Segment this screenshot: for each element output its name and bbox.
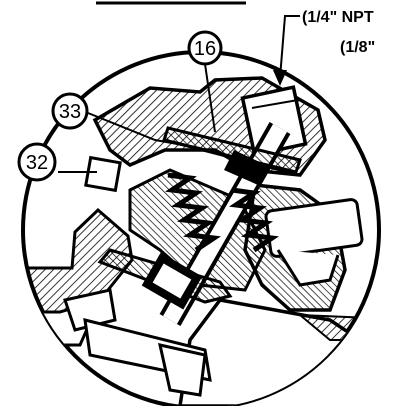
note-npt-eighth: (1/8" bbox=[340, 39, 375, 56]
callout-33-circle bbox=[51, 92, 89, 130]
spring-right bbox=[229, 187, 279, 253]
leader-npt-arrow bbox=[273, 70, 287, 86]
note-npt-quarter: (1/4" NPT bbox=[302, 9, 374, 26]
diaphragm-plate bbox=[162, 126, 302, 174]
callout-32-label: 32 bbox=[26, 152, 48, 174]
callout-32-circle bbox=[17, 142, 57, 182]
right-nut bbox=[276, 249, 340, 287]
leader-npt bbox=[279, 15, 300, 79]
npt-plug bbox=[240, 85, 308, 157]
right-nut-block bbox=[264, 198, 364, 258]
lower-pin-end bbox=[158, 343, 207, 397]
leader-33 bbox=[87, 112, 201, 149]
npt-plug-thread bbox=[251, 99, 299, 109]
lower-nut-face bbox=[152, 263, 192, 299]
callout-33-label: 33 bbox=[59, 101, 81, 123]
spring bbox=[165, 172, 221, 253]
callout-16-circle bbox=[187, 30, 223, 66]
left-fitting bbox=[84, 155, 122, 193]
callout-16-label: 16 bbox=[194, 38, 216, 60]
leader-16 bbox=[204, 63, 216, 133]
lower-left-bracket bbox=[63, 288, 117, 332]
